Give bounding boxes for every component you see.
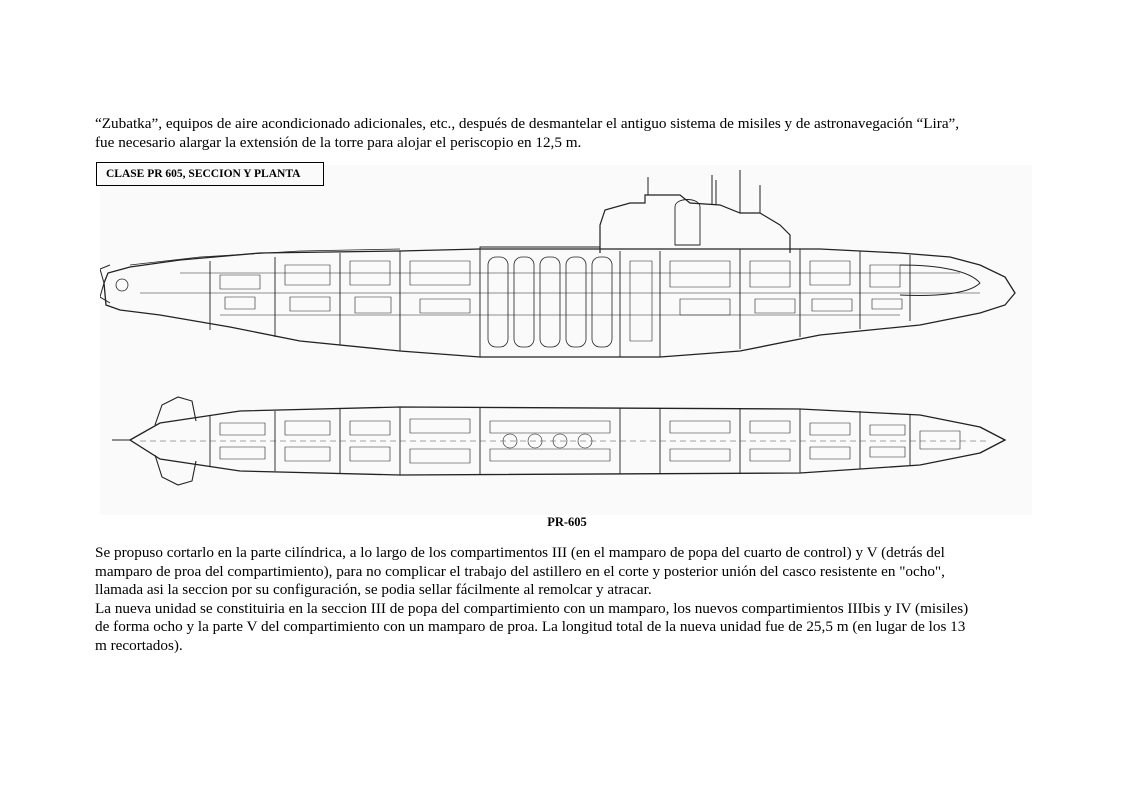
body-line: mamparo de proa del compartimiento), par… <box>95 562 945 580</box>
body-line: La nueva unidad se constituiria en la se… <box>95 599 969 617</box>
plan-view <box>112 396 1007 486</box>
body-paragraph: Se propuso cortarlo en la parte cilíndri… <box>95 544 1035 655</box>
side-section-view <box>100 170 1016 358</box>
body-line: m recortados). <box>95 636 183 654</box>
intro-line: fue necesario alargar la extensión de la… <box>95 133 582 151</box>
body-line: de forma ocho y la parte V del compartim… <box>95 618 966 635</box>
body-line: llamada asi la seccion por su configurac… <box>95 581 652 598</box>
intro-line: “Zubatka”, equipos de aire acondicionado… <box>95 115 960 132</box>
intro-paragraph: “Zubatka”, equipos de aire acondicionado… <box>95 115 1035 152</box>
submarine-drawing <box>100 165 1032 515</box>
figure-label: CLASE PR 605, SECCION Y PLANTA <box>96 162 324 186</box>
figure-caption: PR-605 <box>547 515 587 529</box>
body-line: Se propuso cortarlo en la parte cilíndri… <box>95 544 945 561</box>
